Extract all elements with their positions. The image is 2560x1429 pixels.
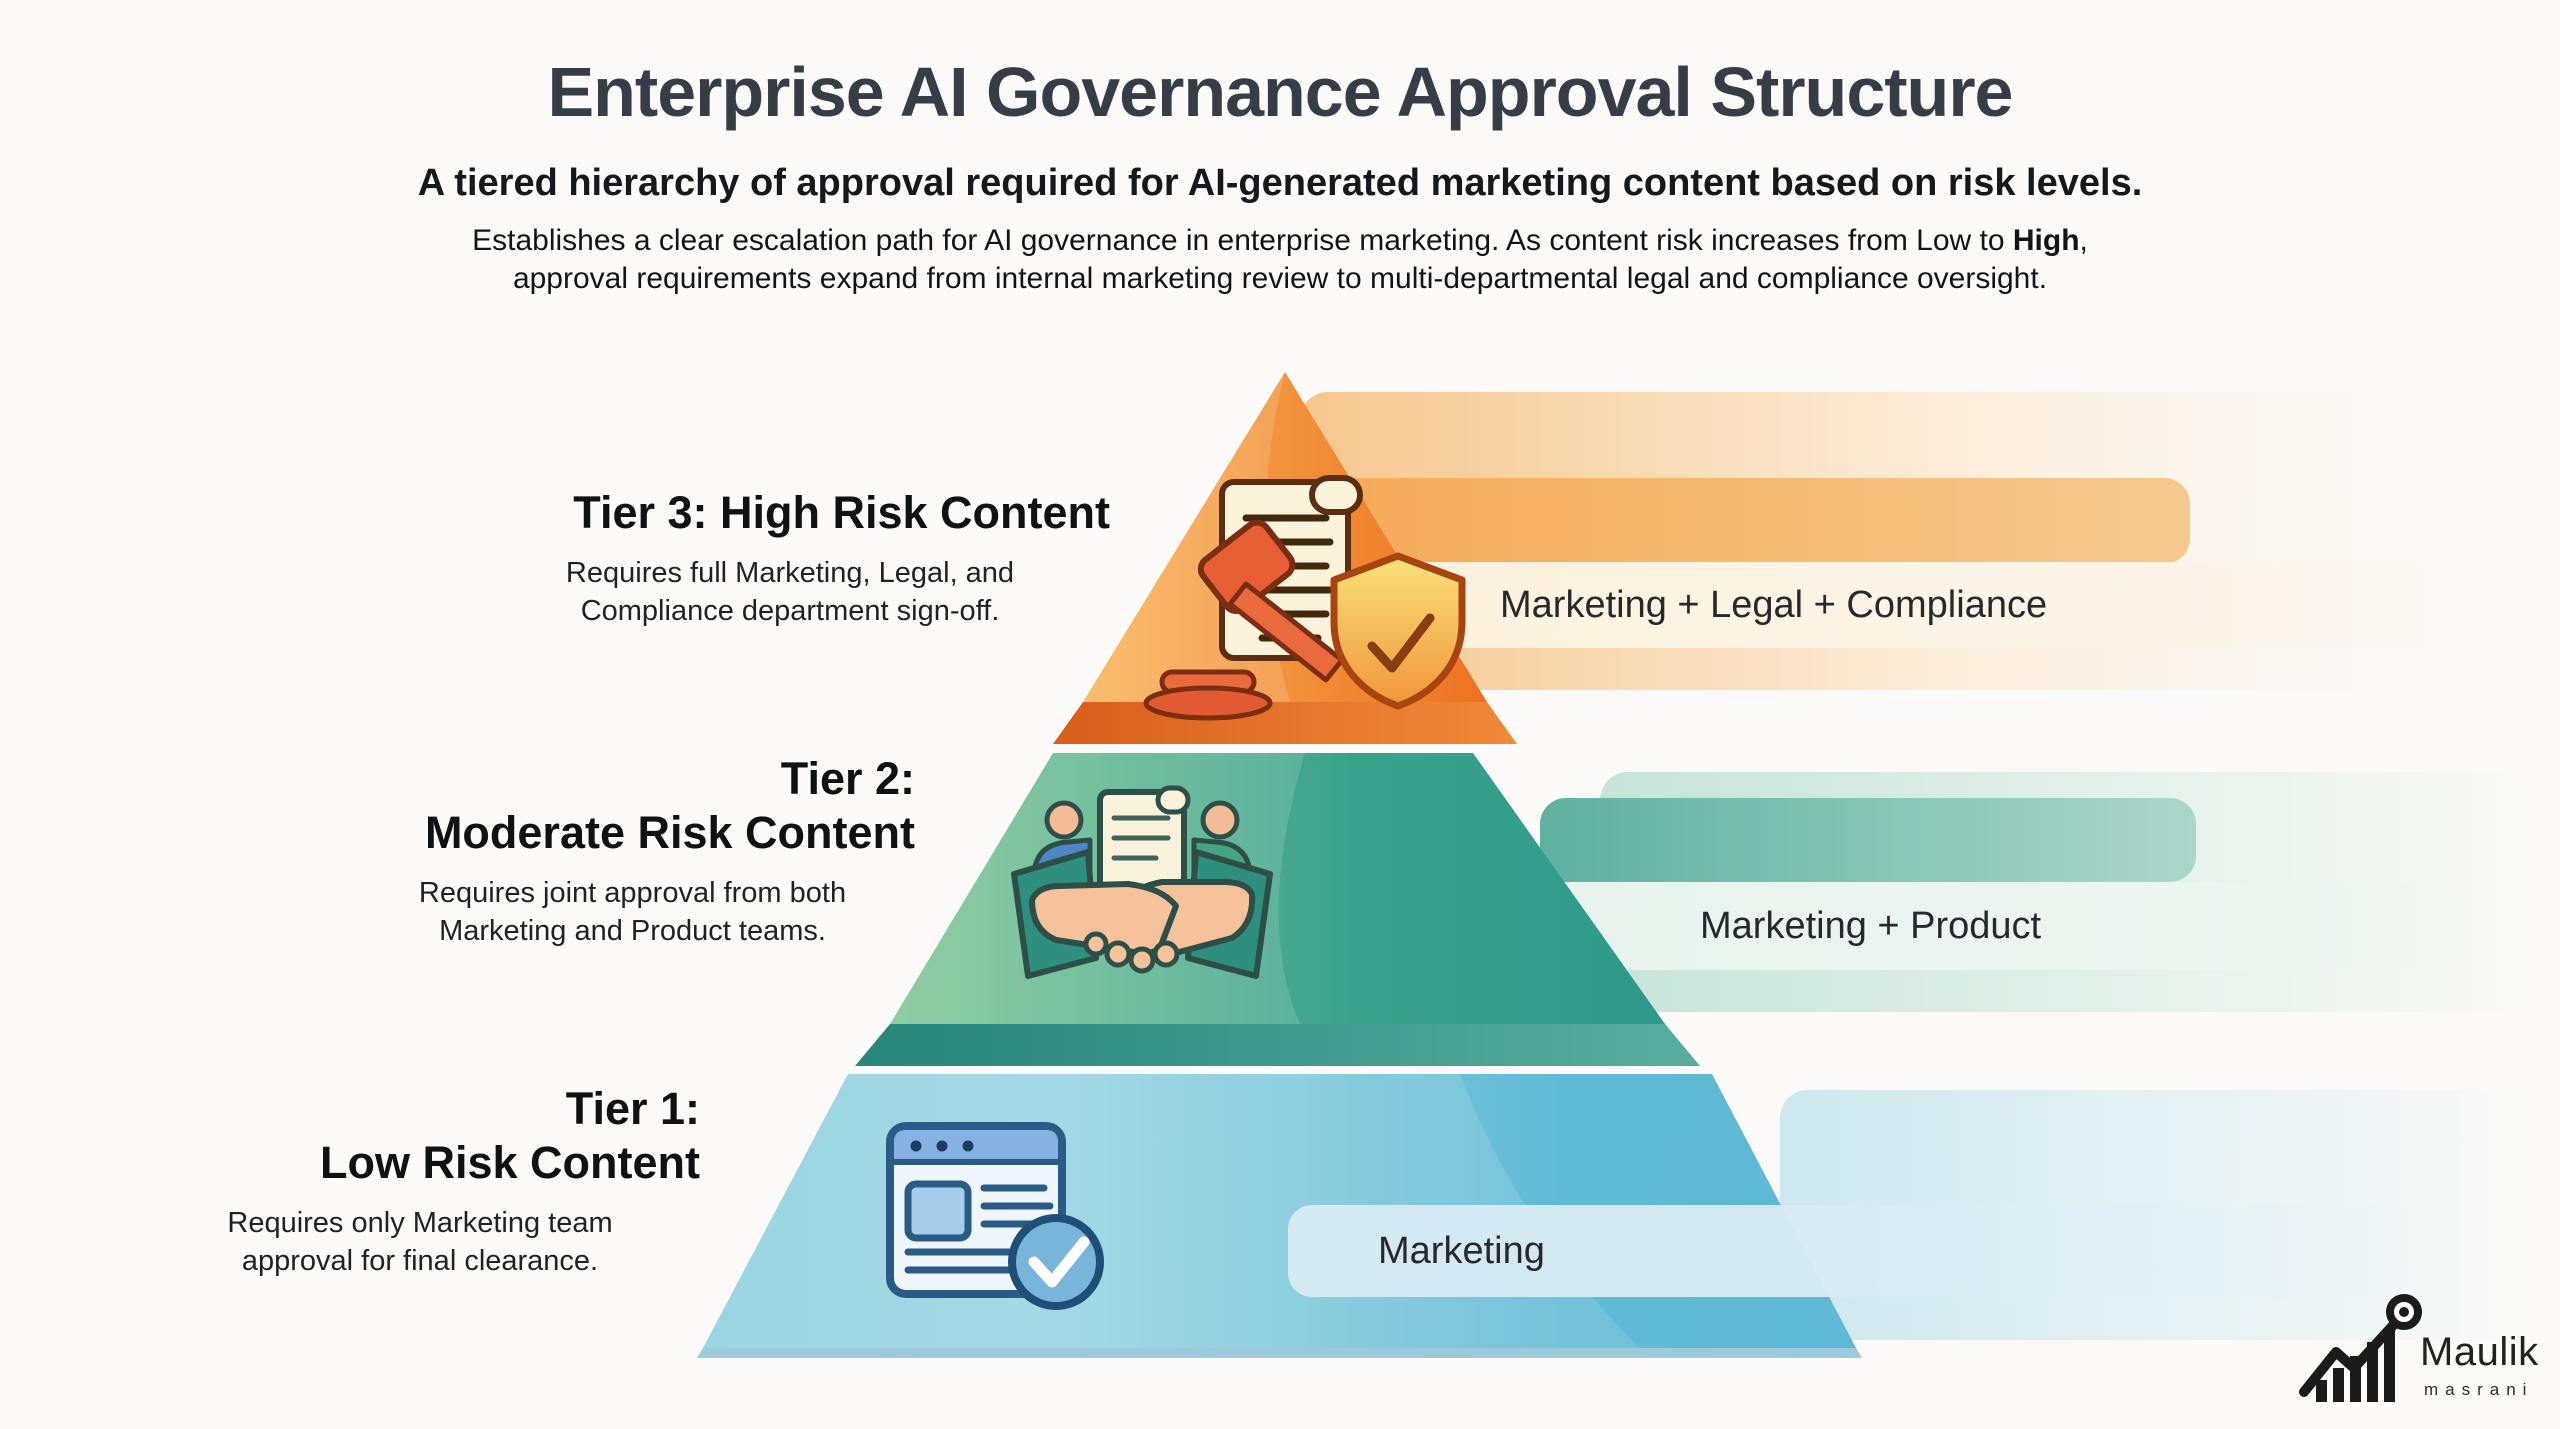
tier2-bands xyxy=(1540,772,2532,1012)
page-description-line2: approval requirements expand from intern… xyxy=(512,262,2048,295)
handshake-agreement-icon xyxy=(1011,785,1273,979)
tier1-description-line1: Requires only Marketing team xyxy=(227,1207,613,1239)
approved-webpage-icon xyxy=(886,1122,1104,1310)
description-text: Establishes a clear escalation path for … xyxy=(472,224,2013,257)
tier1-title-line1: Tier 1: xyxy=(565,1083,700,1134)
tier2-description: Requires joint approval from both Market… xyxy=(350,874,915,950)
tier2-description-line1: Requires joint approval from both xyxy=(418,877,847,909)
description-text: , xyxy=(2079,224,2088,257)
tier1-title-line2: Low Risk Content xyxy=(320,1137,700,1188)
brand-subname: masrani xyxy=(2424,1380,2534,1399)
tier1-description-line2: approval for final clearance. xyxy=(241,1245,599,1277)
tier3-title: Tier 3: High Risk Content xyxy=(573,487,1110,538)
tier1-text-block: Tier 1: Low Risk Content Requires only M… xyxy=(140,1082,700,1280)
page-title: Enterprise AI Governance Approval Struct… xyxy=(547,53,2013,131)
tier2-description-line2: Marketing and Product teams. xyxy=(439,915,826,947)
tier2-title-line1: Tier 2: xyxy=(780,753,915,804)
tier1-approvers-label: Marketing xyxy=(1378,1230,1545,1272)
tier3-description: Requires full Marketing, Legal, and Comp… xyxy=(470,554,1110,630)
tier3-bands xyxy=(1300,392,2532,690)
tier3-approvers-label: Marketing + Legal + Compliance xyxy=(1500,584,2048,626)
brand-logo-icon xyxy=(2299,1294,2422,1402)
tier1-approver-strip xyxy=(1288,1205,1880,1297)
page-description-line1: Establishes a clear escalation path for … xyxy=(0,222,2560,260)
page-subtitle: A tiered hierarchy of approval required … xyxy=(417,162,2143,204)
tier1-title: Tier 1: Low Risk Content xyxy=(140,1082,700,1190)
description-emphasis: High xyxy=(2012,224,2080,257)
tier1-description: Requires only Marketing team approval fo… xyxy=(140,1204,700,1280)
gavel-scroll-shield-icon xyxy=(1143,475,1466,721)
tier3-description-line2: Compliance department sign-off. xyxy=(580,595,1000,627)
tier2-title-line2: Moderate Risk Content xyxy=(424,807,915,858)
tier1-bands xyxy=(1780,1090,2532,1340)
tier2-approvers-label: Marketing + Product xyxy=(1700,905,2042,947)
brand-name: Maulik xyxy=(2420,1330,2539,1374)
tier3-description-line1: Requires full Marketing, Legal, and xyxy=(565,557,1015,589)
tier2-text-block: Tier 2: Moderate Risk Content Requires j… xyxy=(350,752,915,950)
tier1-pyramid-segment xyxy=(697,1074,1880,1358)
tier2-title: Tier 2: Moderate Risk Content xyxy=(350,752,915,860)
tier3-text-block: Tier 3: High Risk Content Requires full … xyxy=(470,486,1110,630)
page-description: Establishes a clear escalation path for … xyxy=(0,222,2560,298)
